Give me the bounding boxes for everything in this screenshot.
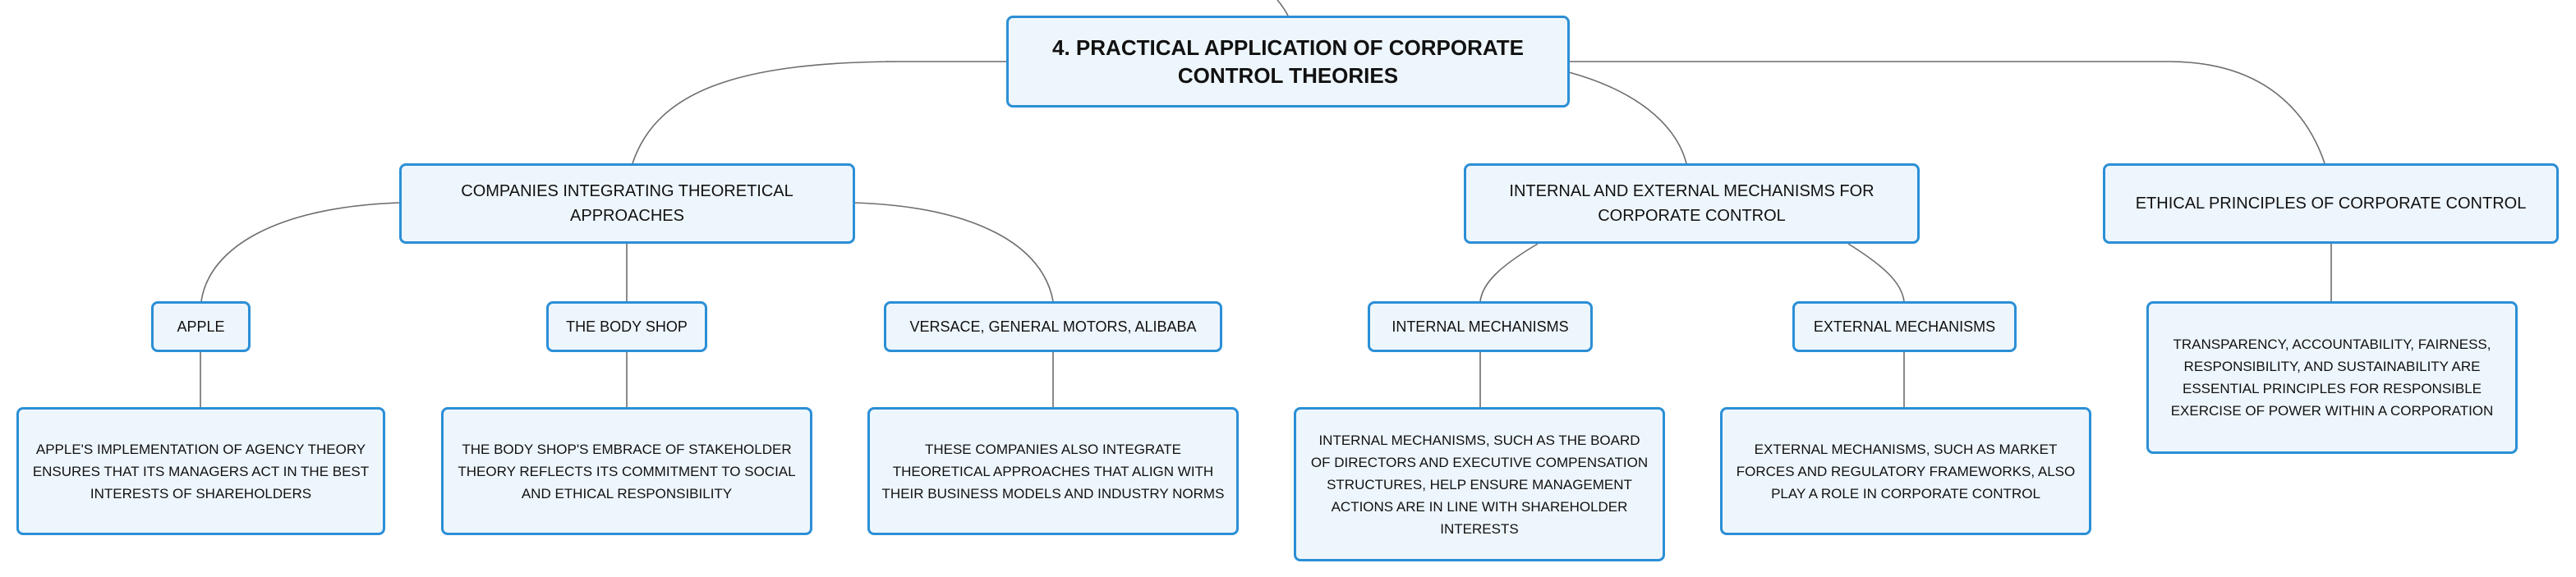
- node-external-mechanisms[interactable]: EXTERNAL MECHANISMS: [1792, 301, 2017, 352]
- detail-body-shop-text: THE BODY SHOP'S EMBRACE OF STAKEHOLDER T…: [458, 441, 796, 501]
- branch-mechanisms-label: INTERNAL AND EXTERNAL MECHANISMS FOR COR…: [1509, 182, 1874, 225]
- detail-internal-mechanisms-text: INTERNAL MECHANISMS, SUCH AS THE BOARD O…: [1310, 432, 1649, 537]
- node-internal-mechanisms-label: INTERNAL MECHANISMS: [1392, 318, 1569, 335]
- branch-companies[interactable]: COMPANIES INTEGRATING THEORETICAL APPROA…: [399, 163, 855, 244]
- node-versace-gm-alibaba[interactable]: VERSACE, GENERAL MOTORS, ALIBABA: [884, 301, 1222, 352]
- branch-ethics[interactable]: ETHICAL PRINCIPLES OF CORPORATE CONTROL: [2103, 163, 2559, 244]
- connector-mechanisms-to-external: [1847, 243, 1905, 302]
- root-node[interactable]: 4. PRACTICAL APPLICATION OF CORPORATE CO…: [1006, 16, 1570, 108]
- detail-body-shop[interactable]: THE BODY SHOP'S EMBRACE OF STAKEHOLDER T…: [441, 407, 812, 535]
- detail-versace-gm-alibaba[interactable]: THESE COMPANIES ALSO INTEGRATE THEORETIC…: [867, 407, 1239, 535]
- connector-root-to-ethics: [1569, 61, 2325, 164]
- connector-root-to-mechanisms: [1568, 71, 1687, 164]
- detail-internal-mechanisms[interactable]: INTERNAL MECHANISMS, SUCH AS THE BOARD O…: [1294, 407, 1665, 561]
- detail-versace-gm-alibaba-text: THESE COMPANIES ALSO INTEGRATE THEORETIC…: [881, 441, 1225, 501]
- node-body-shop[interactable]: THE BODY SHOP: [546, 301, 707, 352]
- node-apple-label: APPLE: [177, 318, 225, 335]
- branch-companies-label: COMPANIES INTEGRATING THEORETICAL APPROA…: [461, 182, 794, 225]
- root-node-label: 4. PRACTICAL APPLICATION OF CORPORATE CO…: [1052, 35, 1524, 88]
- detail-ethical-principles-text: TRANSPARENCY, ACCOUNTABILITY, FAIRNESS, …: [2170, 337, 2494, 419]
- branch-ethics-label: ETHICAL PRINCIPLES OF CORPORATE CONTROL: [2135, 195, 2527, 213]
- connector-root-top: [1276, 0, 1289, 16]
- detail-apple[interactable]: APPLE'S IMPLEMENTATION OF AGENCY THEORY …: [16, 407, 385, 535]
- node-versace-gm-alibaba-label: VERSACE, GENERAL MOTORS, ALIBABA: [909, 318, 1197, 335]
- connector-companies-to-apple: [200, 202, 400, 302]
- detail-apple-text: APPLE'S IMPLEMENTATION OF AGENCY THEORY …: [32, 441, 370, 501]
- detail-ethical-principles[interactable]: TRANSPARENCY, ACCOUNTABILITY, FAIRNESS, …: [2146, 301, 2518, 454]
- node-internal-mechanisms[interactable]: INTERNAL MECHANISMS: [1368, 301, 1593, 352]
- node-body-shop-label: THE BODY SHOP: [566, 318, 688, 335]
- connector-companies-to-versace: [853, 202, 1054, 302]
- connector-mechanisms-to-internal: [1479, 243, 1539, 302]
- node-apple[interactable]: APPLE: [151, 301, 251, 352]
- detail-external-mechanisms[interactable]: EXTERNAL MECHANISMS, SUCH AS MARKET FORC…: [1720, 407, 2091, 535]
- branch-mechanisms[interactable]: INTERNAL AND EXTERNAL MECHANISMS FOR COR…: [1464, 163, 1920, 244]
- detail-external-mechanisms-text: EXTERNAL MECHANISMS, SUCH AS MARKET FORC…: [1736, 441, 2076, 501]
- connector-root-to-companies: [632, 61, 1006, 164]
- node-external-mechanisms-label: EXTERNAL MECHANISMS: [1813, 318, 1996, 335]
